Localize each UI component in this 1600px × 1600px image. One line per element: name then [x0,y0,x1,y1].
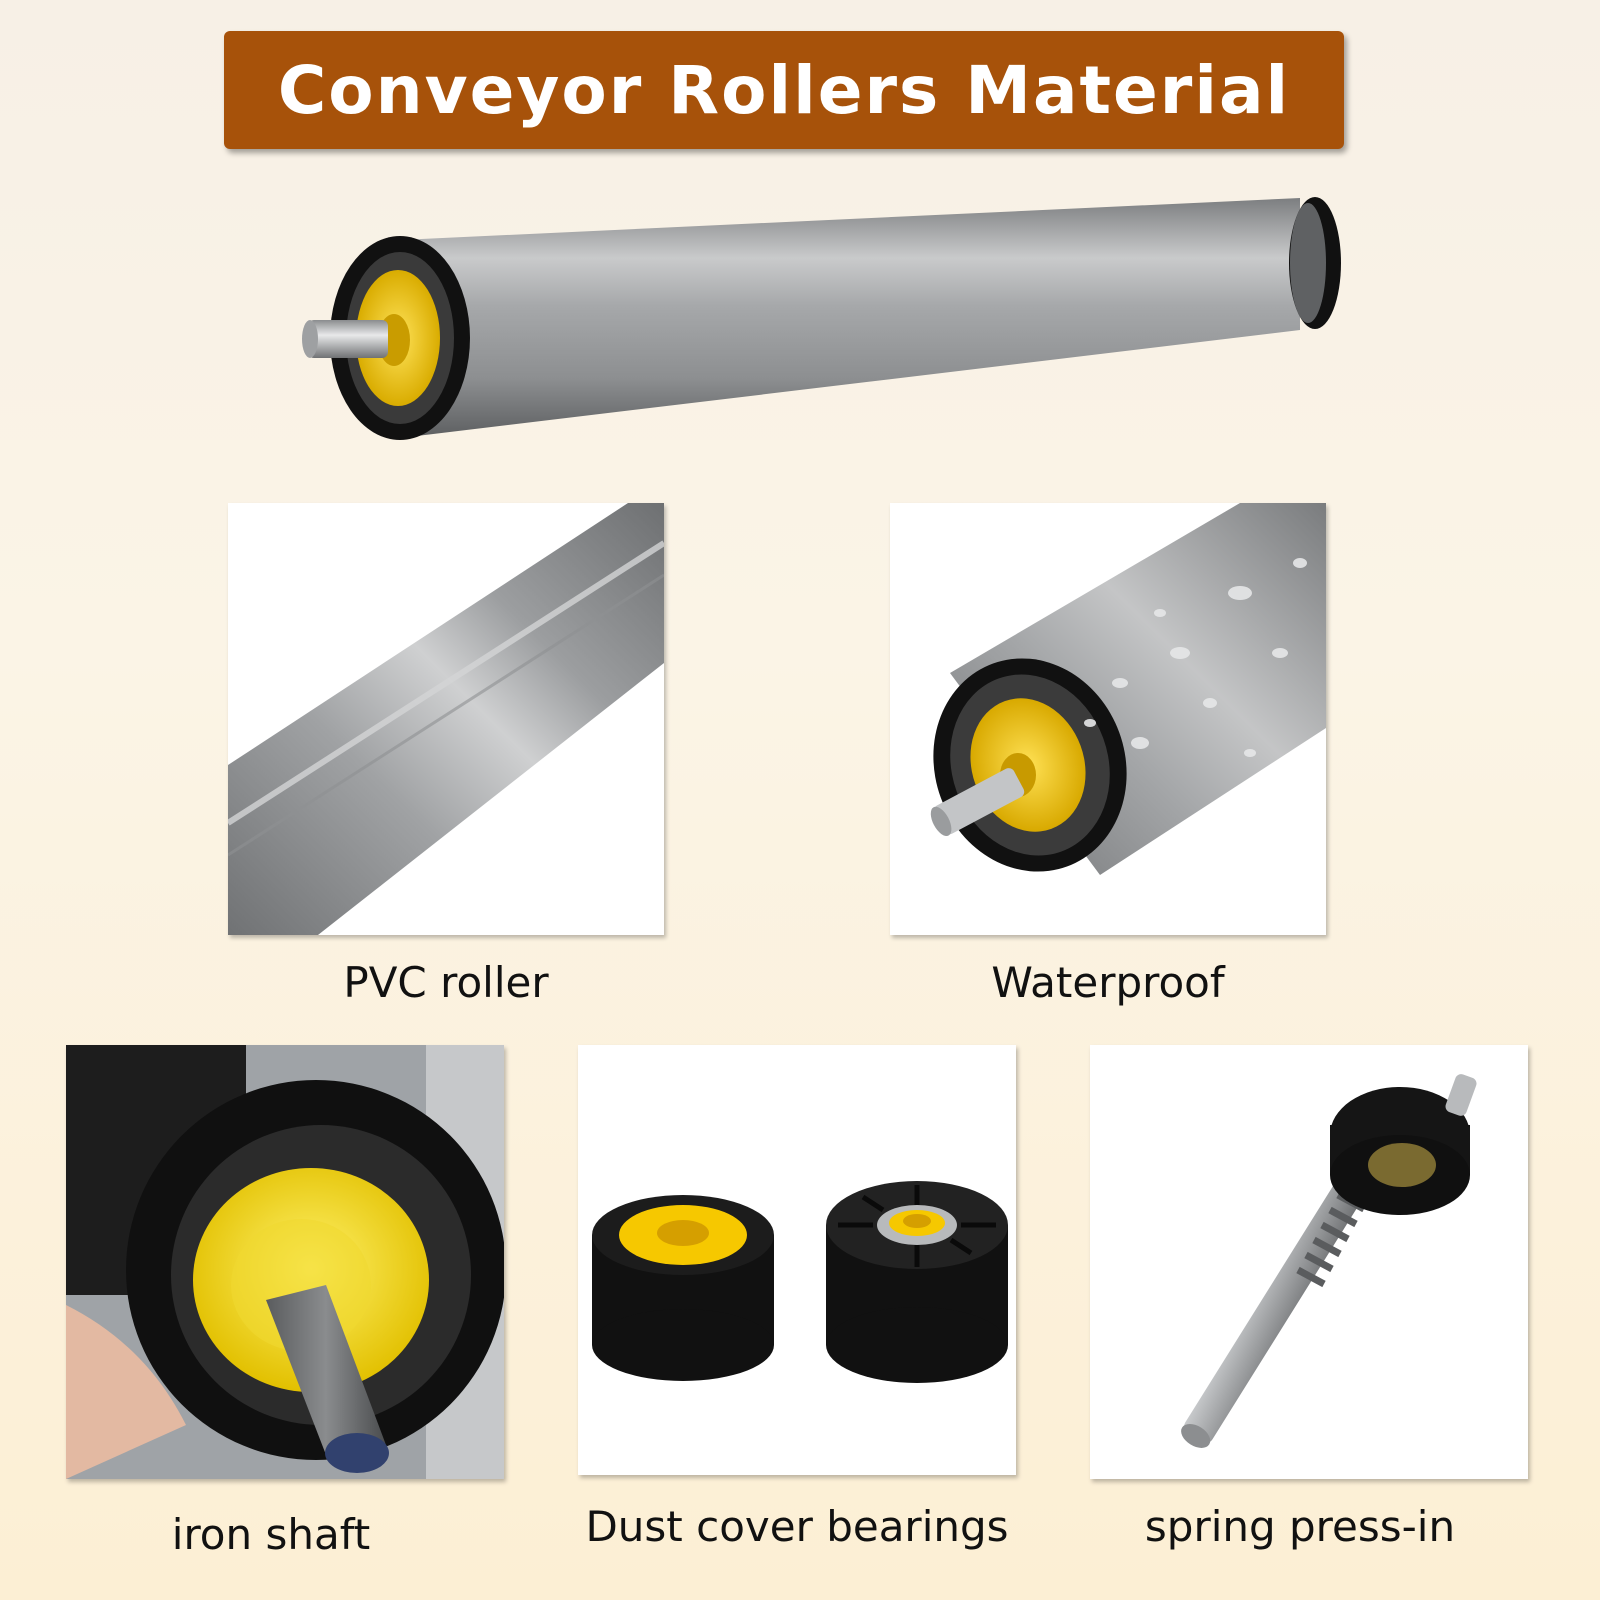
waterproof-image [890,503,1326,935]
dust-cover-bearings-image [578,1045,1016,1475]
page-title: Conveyor Rollers Material [277,51,1291,129]
waterproof-caption: Waterproof [991,958,1225,1007]
iron-shaft-image [66,1045,504,1479]
title-banner: Conveyor Rollers Material [224,31,1344,149]
spring-press-in-image [1090,1045,1528,1479]
pvc-roller-image [228,503,664,935]
pvc-roller-caption: PVC roller [343,958,549,1007]
spring-press-in-caption: spring press-in [1144,1502,1456,1551]
hero-roller-image [300,190,1380,460]
iron-shaft-caption: iron shaft [171,1510,371,1559]
dust-cover-bearings-caption: Dust cover bearings [585,1502,1009,1551]
